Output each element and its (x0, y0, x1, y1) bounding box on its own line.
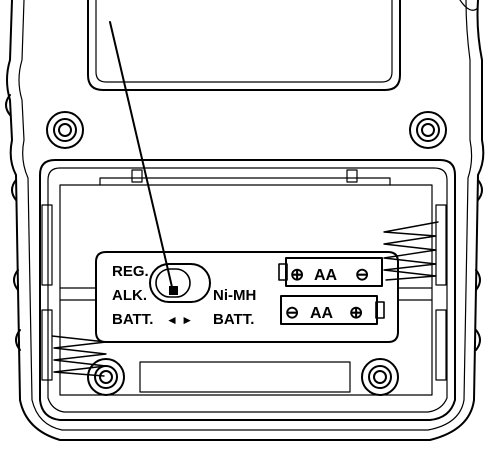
screw-bottom-left (87, 358, 125, 396)
battery-type-switch[interactable] (149, 263, 211, 303)
battery-top-text: AA (314, 267, 338, 284)
label-reg: REG. (112, 263, 149, 280)
label-nimh: Ni-MH (213, 287, 256, 304)
battery-bottom-text: AA (310, 305, 334, 322)
battery-top-plus: ⊕ (290, 265, 304, 284)
battery-compartment (39, 159, 456, 421)
battery-icon-bottom: ⊖ AA ⊕ (280, 295, 385, 325)
screw-bottom-right (361, 358, 399, 396)
spring-top-right (383, 221, 439, 281)
battery-bottom-minus: ⊖ (285, 303, 299, 322)
screw-top-left (46, 111, 84, 149)
battery-top-minus: ⊖ (355, 265, 369, 284)
label-batt-right: BATT. (213, 311, 254, 328)
label-panel (95, 251, 399, 343)
switch-labels: REG. ALK. BATT. ◄ ► Ni-MH BATT. (112, 263, 256, 328)
label-arrows: ◄ ► (166, 313, 193, 327)
label-alk: ALK. (112, 287, 147, 304)
display-window (87, 0, 401, 91)
pointer-line (109, 21, 173, 288)
screw-top-right (409, 111, 447, 149)
spring-bottom-left (51, 335, 107, 377)
device-body (5, 0, 485, 441)
battery-icon-top: ⊕ AA ⊖ (278, 257, 383, 287)
label-batt-left: BATT. (112, 311, 153, 328)
battery-bottom-plus: ⊕ (349, 303, 363, 322)
